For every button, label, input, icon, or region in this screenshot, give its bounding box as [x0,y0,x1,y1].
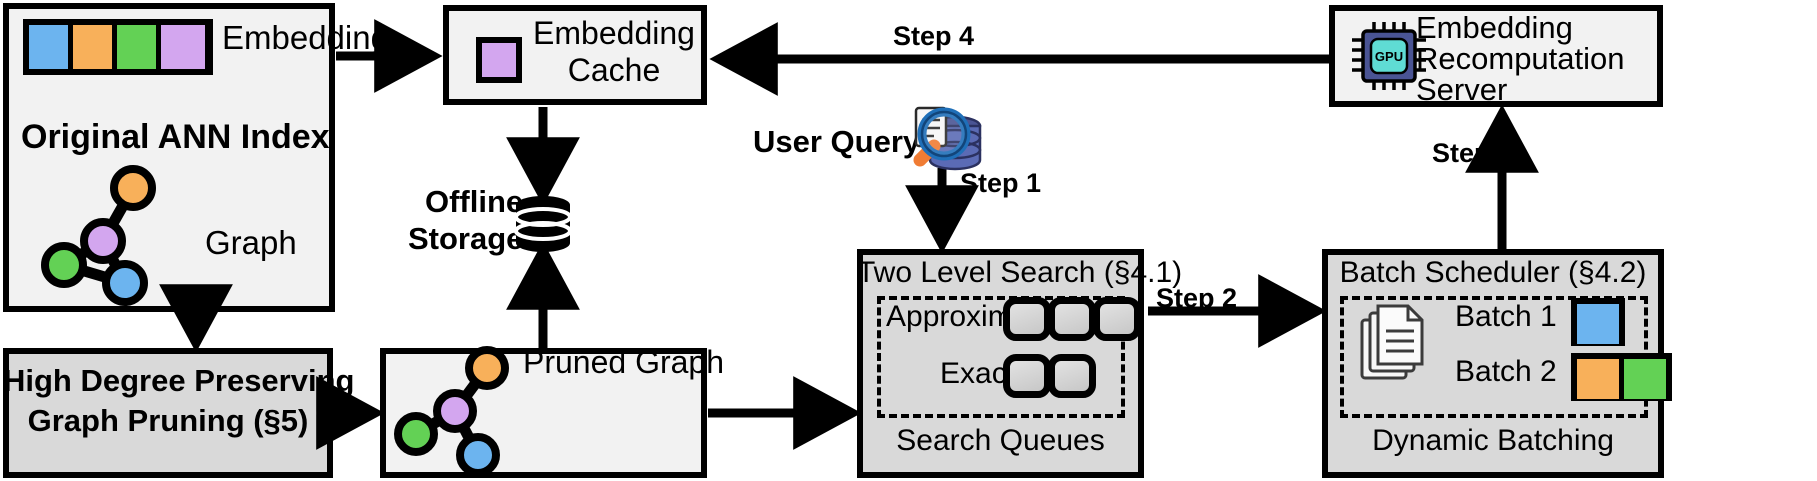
original-ann-index-title: Original ANN Index [21,118,330,156]
search-queues-dashed-region [877,296,1125,418]
dynamic-batching-caption: Dynamic Batching [1372,424,1614,457]
embedding-label: Embedding [222,19,389,56]
batch-chip-green [1624,359,1666,399]
recomputation-server-line1: Embedding [1416,10,1573,45]
graph-pruning-line1: High Degree Preserving [3,363,355,398]
queue-item[interactable] [1003,297,1051,341]
database-icon [514,196,572,252]
queue-row-label-exact: Exact [940,357,1016,390]
queue-row-exact [1003,354,1096,398]
offline-storage-line2: Storage [408,221,524,256]
batch-1-chips [1571,298,1625,346]
embedding-cell-orange [73,25,117,69]
graph-pruning-line2: Graph Pruning (§5) [27,403,309,438]
pruned-graph-label: Pruned Graph [523,344,725,380]
embedding-cell-blue [29,25,73,69]
query-database-stack [928,115,982,171]
queue-row-approximate [1003,297,1141,341]
queue-item[interactable] [1003,354,1051,398]
graph-label: Graph [205,224,297,261]
batch-scheduler-title: Batch Scheduler (§4.2) [1339,256,1647,289]
queue-item[interactable] [1048,354,1096,398]
magnifier-icon [913,106,971,167]
embedding-strip [23,19,213,75]
step-3-label: Step 3 [1432,138,1514,168]
embedding-cell-green [117,25,161,69]
user-query-label: User Query [753,124,921,159]
queue-item[interactable] [1048,297,1096,341]
embedding-cache-chip [476,37,522,83]
embedding-cache-label-line1: Embedding [533,15,695,51]
batch-1-label: Batch 1 [1455,300,1557,333]
step-4-label: Step 4 [893,21,975,51]
search-queues-caption: Search Queues [896,424,1105,457]
recomputation-server-line2: Recomputation [1416,41,1625,76]
recomputation-server-line3: Server [1416,72,1508,107]
embedding-cache-label-line2: Cache [567,52,661,88]
two-level-search-title: Two Level Search (§4.1) [857,256,1183,289]
queue-item[interactable] [1093,297,1141,341]
batch-chip-orange [1577,359,1624,399]
two-level-search-box [857,249,1144,478]
search-database-icon [913,106,982,171]
step-1-label: Step 1 [960,168,1042,198]
batch-2-label: Batch 2 [1455,355,1557,388]
batch-2-chips [1571,353,1672,401]
offline-storage-line1: Offline [425,184,524,219]
step-2-label: Step 2 [1156,283,1238,313]
batch-chip-blue [1577,304,1619,344]
embedding-cell-purple [161,25,205,69]
